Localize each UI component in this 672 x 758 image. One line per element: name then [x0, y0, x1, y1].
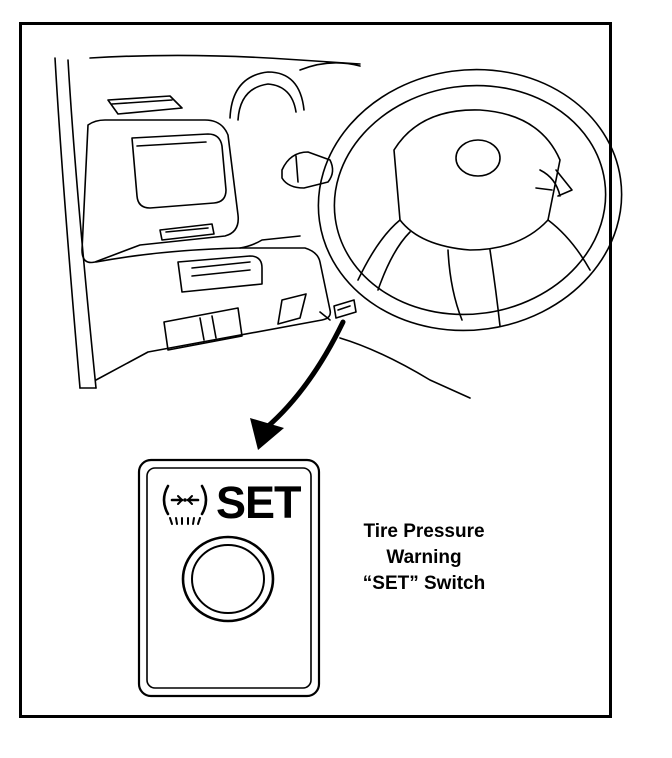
set-push-button [181, 535, 275, 623]
blank-panel [277, 293, 307, 325]
caption-line-2: Warning [386, 547, 462, 568]
column-seam [319, 311, 331, 321]
lower-dash-panel [95, 247, 332, 381]
center-console [81, 119, 240, 264]
lower-air-vent [177, 255, 263, 293]
dash-top-line [89, 54, 361, 65]
steering-column-lower [339, 337, 471, 399]
display-screen [131, 133, 227, 209]
upper-air-vent [107, 95, 183, 115]
callout-arrow [250, 319, 346, 450]
cd-slot [159, 223, 215, 241]
caption-line-1: Tire Pressure [363, 521, 485, 542]
lower-storage-box [163, 307, 243, 351]
switch-caption: Tire Pressure Warning “SET” Switch [335, 519, 513, 597]
steering-wheel [317, 68, 623, 332]
steering-column [535, 169, 573, 197]
switch-location-marker [333, 299, 357, 319]
tire-pressure-warning-icon [162, 484, 208, 525]
set-label: SET [216, 477, 301, 528]
left-panel-edges [54, 57, 97, 389]
instrument-cluster [229, 62, 361, 121]
panel-seam [239, 235, 301, 249]
driver-hand [281, 151, 334, 189]
caption-line-3: “SET” Switch [362, 573, 486, 594]
